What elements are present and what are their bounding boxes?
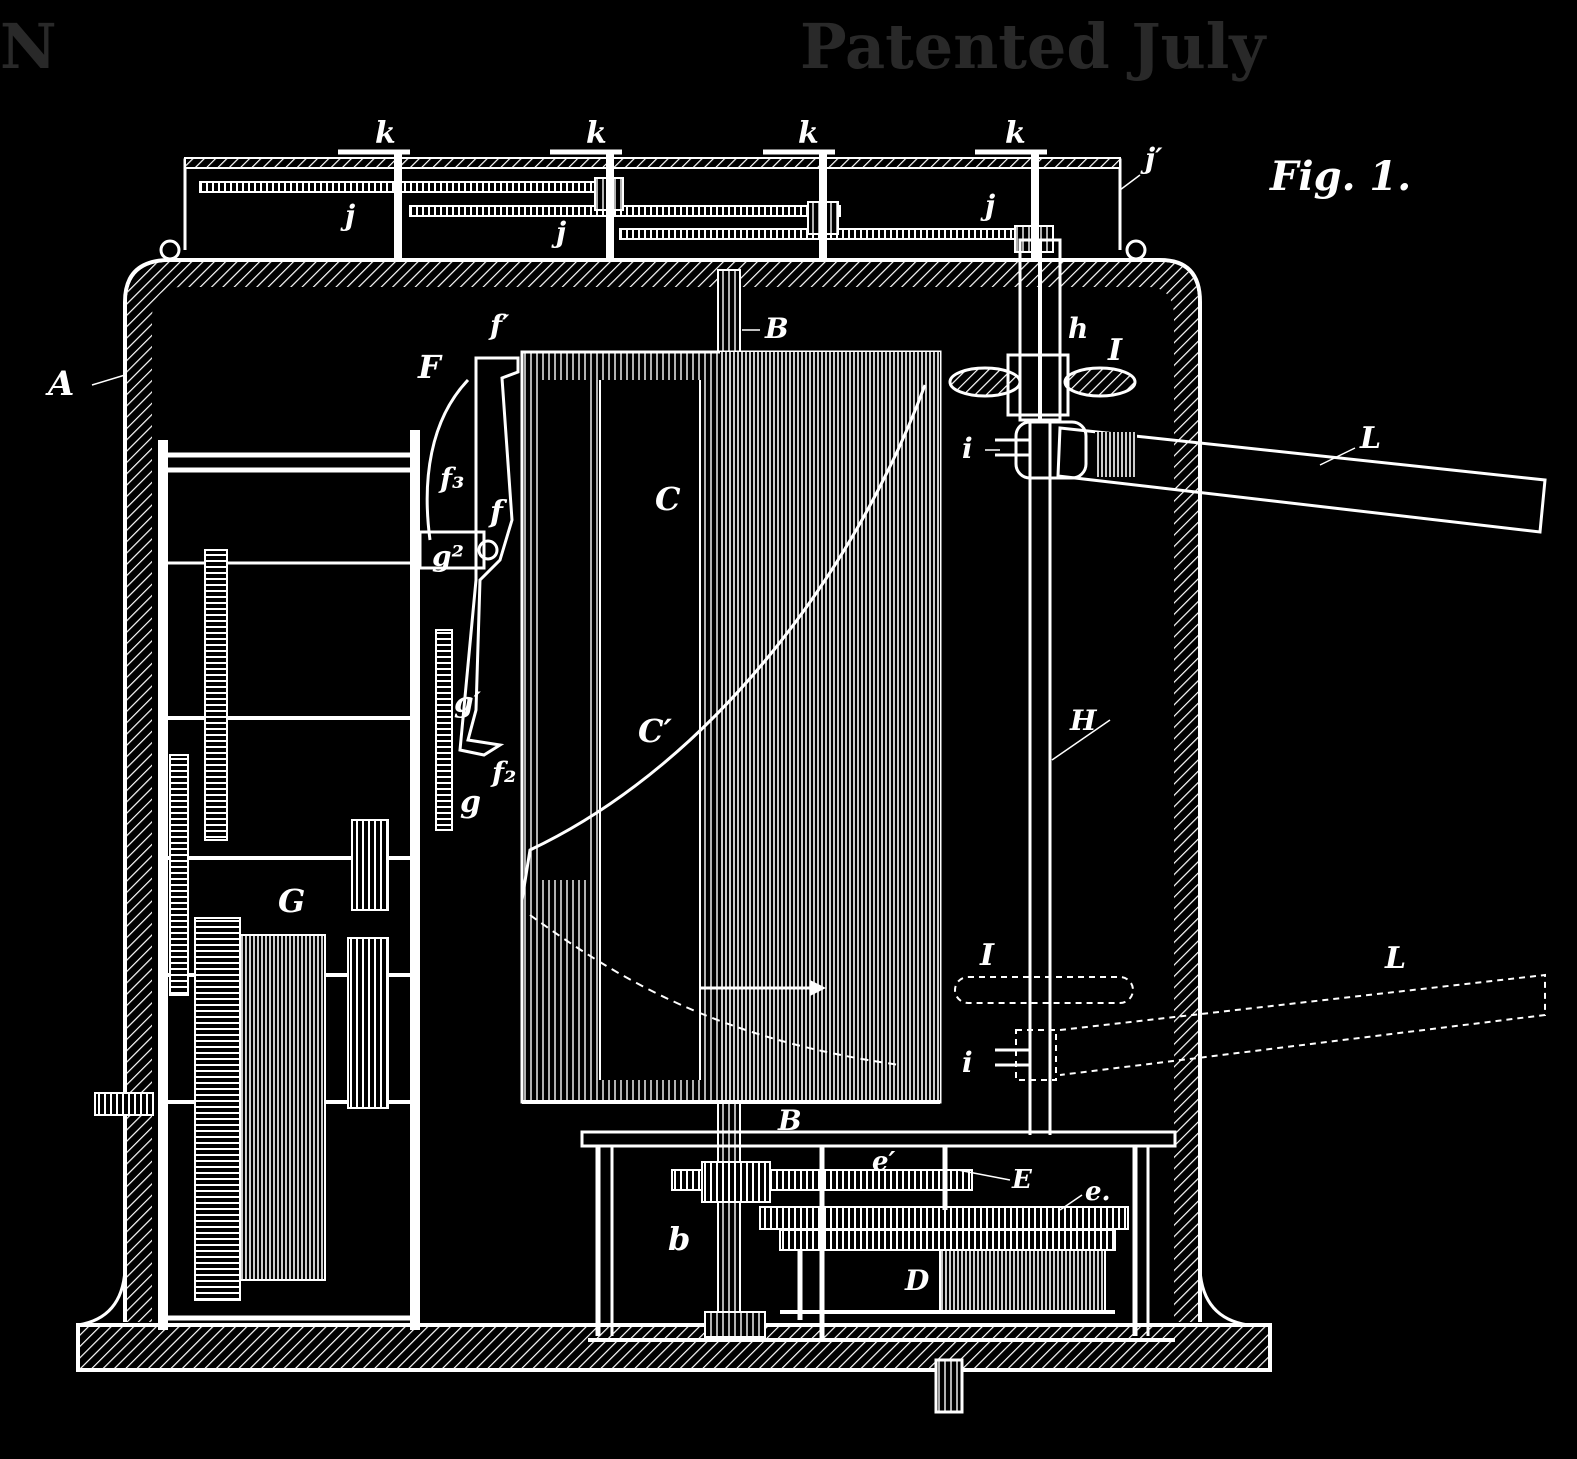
label-b-small: b <box>668 1220 690 1258</box>
label-j-prime: j′ <box>1140 142 1163 175</box>
label-g2: g² <box>432 540 464 573</box>
rod-h <box>1018 238 1062 1135</box>
label-e-prime: e′ <box>872 1147 896 1177</box>
chart-curve-dashed <box>529 914 901 1066</box>
header-left-fragment: N <box>0 10 57 83</box>
label-h-small: h <box>1068 312 1088 345</box>
label-f-prime: f′ <box>488 309 510 342</box>
label-g-upper: G <box>278 882 305 920</box>
label-j-1: j <box>340 199 355 232</box>
chart-curve <box>520 384 927 901</box>
label-i-top-plate: I <box>1107 333 1123 368</box>
clockwork-g <box>94 430 453 1330</box>
label-k-4: k <box>1005 116 1026 151</box>
label-j-3: j <box>980 189 995 222</box>
base-plate <box>76 1323 1272 1372</box>
label-l-bottom: L <box>1384 941 1406 976</box>
leader-lines <box>91 174 1356 1211</box>
handle-l-bottom <box>995 973 1546 1081</box>
label-f-upper: F <box>417 348 443 386</box>
label-k-2: k <box>586 116 607 151</box>
label-e-upper: E <box>1011 1165 1033 1195</box>
label-c-prime: C′ <box>638 712 672 750</box>
label-f-small: f <box>488 495 508 530</box>
label-l-top: L <box>1359 421 1381 456</box>
label-f3: f₃ <box>438 462 464 495</box>
label-j-2: j <box>551 216 566 249</box>
handle-l-top <box>995 420 1547 534</box>
plate-i-top <box>948 353 1137 417</box>
label-e-lower: e. <box>1085 1177 1111 1207</box>
knob-spindles <box>338 149 1047 258</box>
label-c: C <box>655 480 681 518</box>
label-b-bottom: B <box>777 1104 802 1137</box>
plate-i-bottom <box>954 976 1134 1004</box>
figure-title: Fig. 1. <box>1269 153 1411 200</box>
label-g-small: g <box>460 785 481 820</box>
lever-f <box>418 356 520 757</box>
top-gear-box <box>159 157 1147 261</box>
drive-gears-e <box>580 1130 1177 1342</box>
header-right-fragment: Patented July <box>800 10 1267 83</box>
label-a: A <box>45 364 74 404</box>
label-k-3: k <box>798 116 819 151</box>
direction-arrow <box>700 980 826 996</box>
label-b-top: B <box>764 312 789 345</box>
base-spindle <box>934 1358 964 1414</box>
label-d: D <box>904 1264 930 1297</box>
label-i-bottom-pin: i <box>962 1046 973 1079</box>
label-f2: f₂ <box>490 756 516 789</box>
label-i-bottom-plate: I <box>979 938 995 973</box>
label-i-top-pin: i <box>962 432 973 465</box>
drum-c <box>520 350 942 1104</box>
label-g1: g′ <box>454 686 482 719</box>
label-k-1: k <box>375 116 396 151</box>
